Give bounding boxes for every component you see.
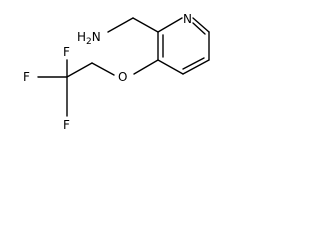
bond-n1-c2 <box>157 17 183 33</box>
structure-canvas: H2N N O F F F <box>0 0 219 137</box>
bond-c2-ch2 <box>132 17 159 33</box>
ether-oxygen-label: O <box>118 70 127 84</box>
bond-ch2-n <box>107 17 134 33</box>
fluorine-top-label: F <box>63 45 70 59</box>
fluorine-bottom-label: F <box>63 118 70 132</box>
bond-c5-c4-double <box>182 57 205 70</box>
bond-c5-c4 <box>182 59 210 75</box>
bond-c3-o <box>133 59 159 75</box>
bond-c4-c3 <box>157 59 184 75</box>
ring-nitrogen-label: N <box>183 12 192 26</box>
bond-o-ch2 <box>91 62 115 76</box>
molecule-diagram: H2N N O F F F <box>23 12 210 132</box>
bond-ch2-cf3 <box>66 62 93 78</box>
amine-label: H2N <box>77 30 101 47</box>
bond-n1-c6 <box>192 17 210 33</box>
bond-n1-c6-double <box>192 22 206 35</box>
fluorine-left-label: F <box>23 70 30 84</box>
